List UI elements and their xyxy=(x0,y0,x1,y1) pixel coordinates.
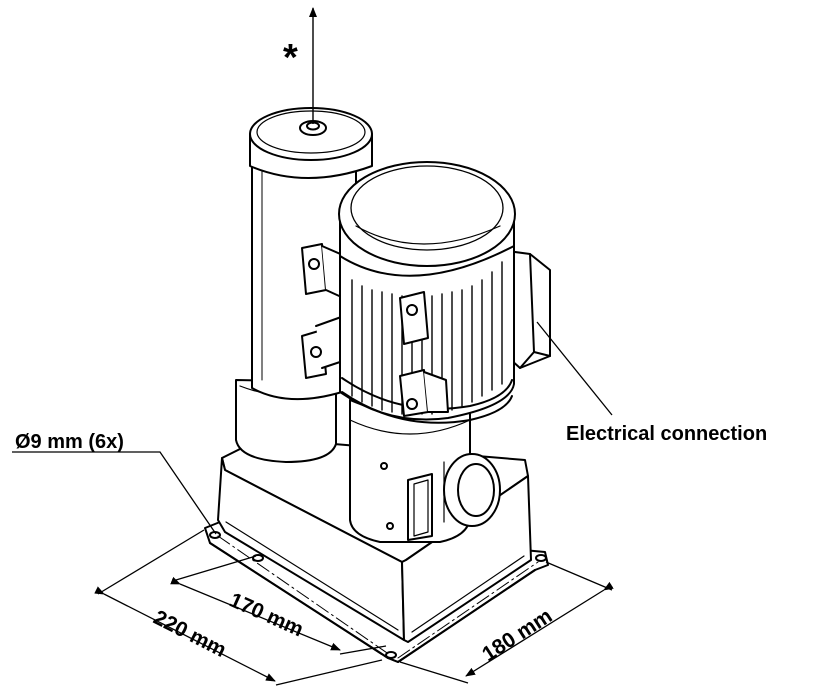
asterisk-mark: * xyxy=(283,37,298,79)
filter-bracket xyxy=(301,315,347,379)
mounting-hole xyxy=(385,651,397,659)
electrical-connection-label: Electrical connection xyxy=(566,423,767,445)
mounting-hole xyxy=(535,554,547,562)
motor-bracket xyxy=(399,369,449,417)
hole-callout-label: Ø9 mm (6x) xyxy=(15,431,124,453)
electrical-connection-leader xyxy=(536,321,613,416)
dimension-180-label: 180 mm xyxy=(478,604,556,666)
dimension-180 xyxy=(399,561,614,684)
pump-housing xyxy=(349,399,501,543)
dimension-220-label: 220 mm xyxy=(150,606,230,662)
electric-motor xyxy=(338,161,516,424)
dimension-170 xyxy=(170,555,387,655)
motor-bracket xyxy=(399,291,429,345)
hole-callout-leader xyxy=(152,451,217,535)
